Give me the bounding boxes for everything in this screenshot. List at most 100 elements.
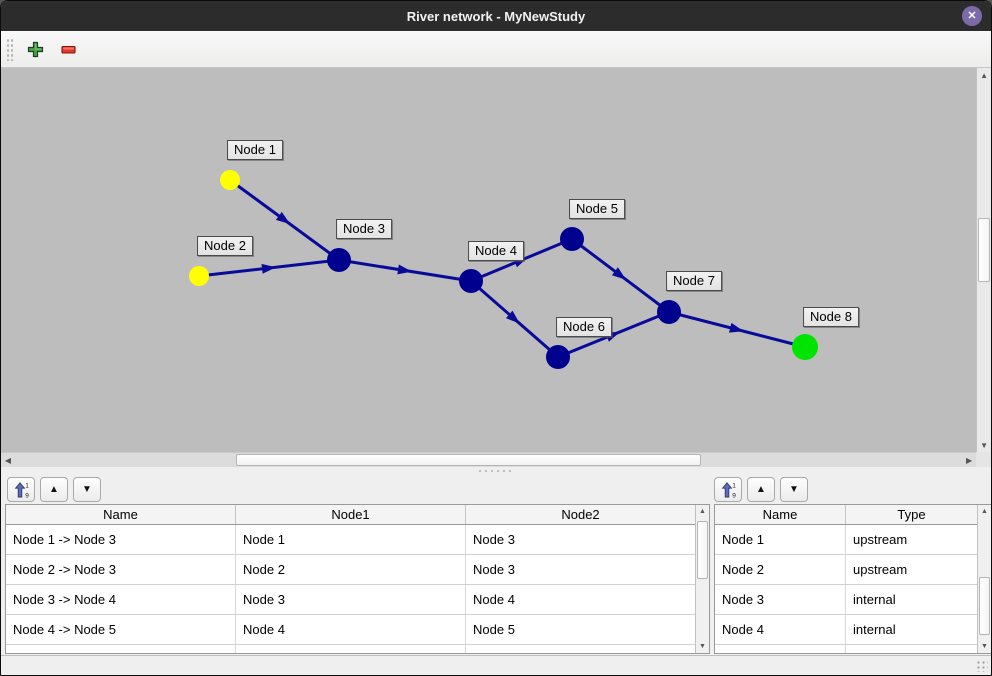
table-cell: Node 2 [715,555,846,584]
table-cell [846,645,977,653]
add-button[interactable] [22,36,48,62]
scroll-down-button[interactable]: ▼ [977,438,991,452]
close-icon: ✕ [967,10,977,22]
move-branch-down-button[interactable]: ▼ [73,477,101,502]
node-label[interactable]: Node 7 [666,271,722,291]
horizontal-scroll-thumb[interactable] [236,454,701,466]
network-node[interactable] [220,170,240,190]
scroll-up-icon: ▲ [699,508,706,515]
scroll-up-icon: ▲ [980,70,988,80]
remove-button[interactable] [55,36,81,62]
close-button[interactable]: ✕ [962,6,982,26]
nodes-table-scrollbar[interactable]: ▲ ▼ [977,505,991,653]
vertical-scroll-thumb[interactable] [978,218,991,282]
network-node[interactable] [546,345,570,369]
scroll-down-button[interactable]: ▼ [978,640,991,653]
vertical-scroll-thumb[interactable] [697,521,708,579]
column-header-name[interactable]: Name [6,505,236,524]
node-label[interactable]: Node 5 [569,199,625,219]
network-node[interactable] [189,266,209,286]
network-node[interactable] [459,269,483,293]
move-up-icon: ▲ [756,484,766,495]
svg-text:9: 9 [25,492,29,499]
table-cell [466,645,695,653]
sort-branches-button[interactable]: 1 9 [7,477,35,502]
table-cell: internal [853,592,896,607]
scroll-right-button[interactable]: ▶ [962,453,977,467]
canvas-vertical-scrollbar[interactable]: ▲ ▼ [976,68,991,452]
toolbar-drag-handle[interactable] [5,37,14,61]
table-cell [236,645,466,653]
vertical-scroll-thumb[interactable] [979,577,990,635]
table-cell: Node 3 -> Node 4 [6,585,236,614]
network-node[interactable] [792,334,818,360]
svg-text:1: 1 [25,482,29,489]
svg-text:1: 1 [732,482,736,489]
minus-icon [60,45,76,54]
table-cell: Node 3 [236,585,466,614]
column-header-type[interactable]: Type [897,507,926,522]
node-label[interactable]: Node 6 [556,317,612,337]
title-bar[interactable]: River network - MyNewStudy ✕ [1,1,991,31]
branches-toolbar: 1 9 ▲ ▼ [7,477,106,502]
panel-splitter[interactable] [1,467,991,474]
move-branch-up-button[interactable]: ▲ [40,477,68,502]
table-cell: Node 4 [473,592,515,607]
network-node[interactable] [560,227,584,251]
edge-direction-arrow-icon [275,211,291,225]
table-cell: Node 2 -> Node 3 [6,555,236,584]
node-label[interactable]: Node 1 [227,140,283,160]
table-cell: Node 3 [473,532,515,547]
network-node[interactable] [657,300,681,324]
scrollbar-corner [976,452,991,467]
node-label[interactable]: Node 4 [468,241,524,261]
table-cell: Node 3 [473,562,515,577]
resize-grip[interactable] [976,660,988,672]
table-cell: internal [853,622,896,637]
move-node-down-button[interactable]: ▼ [780,477,808,502]
move-up-icon: ▲ [49,484,59,495]
svg-text:9: 9 [732,492,736,499]
scroll-up-button[interactable]: ▲ [696,505,709,518]
column-header-node1[interactable]: Node1 [236,505,466,524]
edge-direction-arrow-icon [728,322,744,333]
move-node-up-button[interactable]: ▲ [747,477,775,502]
scroll-right-icon: ▶ [965,455,973,465]
column-header-node2[interactable]: Node2 [561,507,600,522]
node-label[interactable]: Node 8 [803,307,859,327]
table-cell: Node 1 [236,525,466,554]
window-title: River network - MyNewStudy [406,8,586,24]
scroll-up-button[interactable]: ▲ [977,68,991,82]
edge-direction-arrow-icon [611,267,627,280]
scroll-down-icon: ▼ [981,643,988,650]
scroll-down-icon: ▼ [699,643,706,650]
network-node[interactable] [327,248,351,272]
sort-ascending-icon: 1 9 [14,481,29,499]
table-cell: Node 1 -> Node 3 [6,525,236,554]
scroll-up-button[interactable]: ▲ [978,505,991,518]
node-label[interactable]: Node 2 [197,236,253,256]
scroll-down-button[interactable]: ▼ [696,640,709,653]
node-label[interactable]: Node 3 [336,219,392,239]
scroll-up-icon: ▲ [981,508,988,515]
branches-table-scrollbar[interactable]: ▲ ▼ [695,505,709,653]
canvas-horizontal-scrollbar[interactable]: ◀ ▶ [1,452,977,467]
scroll-left-button[interactable]: ◀ [1,453,15,467]
table-cell [715,645,846,653]
network-canvas[interactable]: Node 1 Node 2 Node 3 Node 4 Node 5 Node 6 Node… [1,68,977,452]
move-down-icon: ▼ [789,484,799,495]
sort-nodes-button[interactable]: 1 9 [714,477,742,502]
column-header-name[interactable]: Name [715,505,846,524]
